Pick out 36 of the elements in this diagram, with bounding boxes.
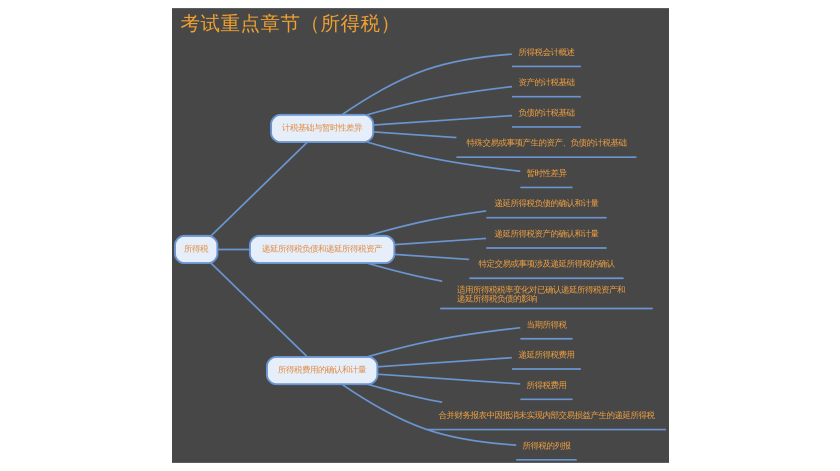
node-box: 所得税费用的确认和计量: [266, 356, 378, 386]
connector: [372, 114, 512, 126]
node-text: 暂时性差异: [526, 168, 566, 178]
connector: [340, 383, 516, 446]
connector: [394, 238, 486, 246]
connector: [366, 86, 512, 116]
node-text: 当期所得税: [526, 319, 566, 330]
node-box: 所得税: [174, 234, 218, 264]
node-box: 计税基础与暂时性差异: [270, 114, 374, 144]
connector: [366, 141, 520, 172]
node-text: 所得税会计概述: [518, 46, 574, 57]
connector: [217, 248, 250, 250]
node-text: 递延所得税费用: [518, 350, 574, 360]
connector: [376, 356, 512, 368]
node-text: 特定交易或事项涉及递延所得税的确认: [478, 258, 614, 269]
connector: [366, 326, 520, 358]
node-text: 负债的计税基础: [518, 107, 574, 118]
connector: [210, 142, 308, 236]
connector: [372, 131, 456, 138]
node-text: 适用所得税税率变化对已确认递延所得税资产和递延所得税负债的影响: [456, 284, 624, 304]
node-text: 特殊交易或事项产生的资产、负债的计税基础: [466, 138, 626, 148]
node-text: 递延所得税负债的确认和计量: [494, 198, 598, 208]
connector: [210, 262, 308, 358]
node-text: 递延所得税资产的确认和计量: [494, 228, 598, 238]
node-text: 所得税的列报: [522, 440, 570, 450]
diagram-title: 考试重点章节（所得税）: [180, 12, 400, 35]
node-text: 资产的计税基础: [518, 77, 574, 88]
connector: [394, 254, 469, 260]
connector: [376, 373, 520, 385]
connector: [366, 383, 442, 404]
connector: [340, 53, 512, 116]
connector: [366, 262, 442, 282]
node-text: 所得税费用: [526, 380, 566, 390]
node-box: 递延所得税负债和递延所得税资产: [248, 234, 395, 264]
connector: [366, 210, 486, 237]
node-text: 合并财务报表中因抵消未实现内部交易损益产生的递延所得税: [438, 410, 654, 420]
